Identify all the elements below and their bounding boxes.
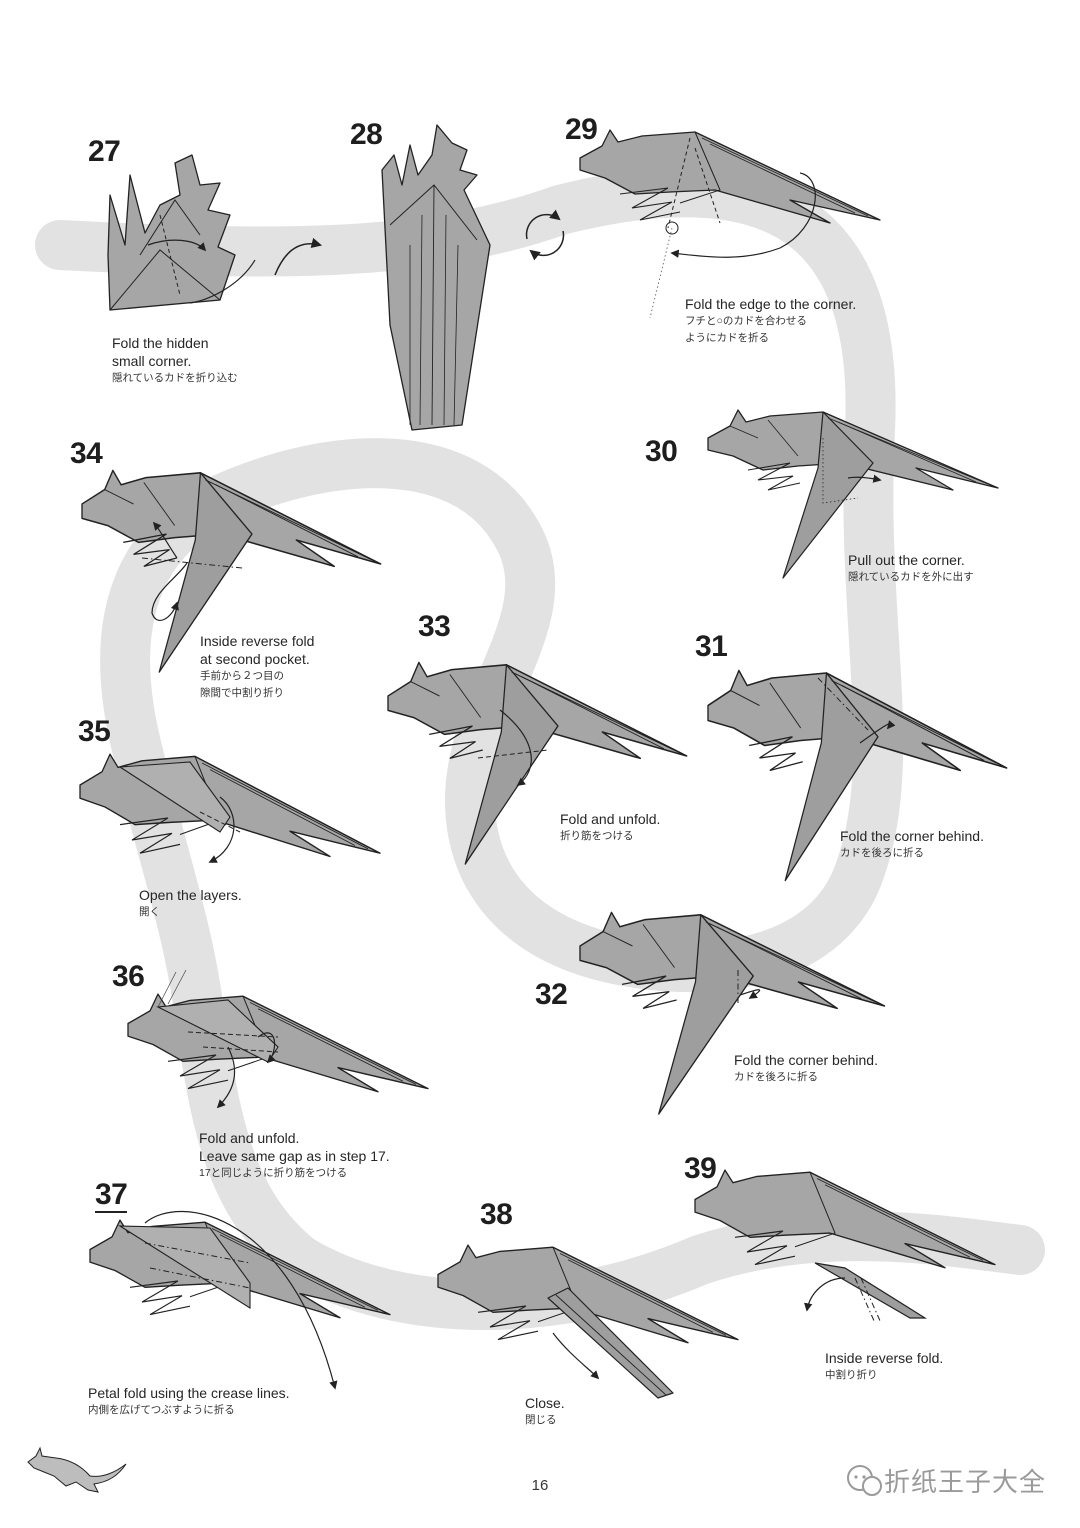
caption-34-en-1: Inside reverse fold — [200, 633, 315, 649]
watermark: 折纸王子大全 — [836, 1462, 1046, 1499]
caption-32-en-1: Fold the corner behind. — [734, 1052, 878, 1068]
caption-35-en-1: Open the layers. — [139, 887, 242, 903]
step-number-37: 37 — [95, 1178, 128, 1211]
step-31-figure — [707, 669, 1008, 882]
step-number-29: 29 — [565, 113, 598, 146]
caption-step-31: Fold the corner behind. カドを後ろに折る — [840, 827, 984, 862]
step-number-32: 32 — [535, 978, 568, 1011]
step-number-27: 27 — [88, 135, 121, 168]
caption-step-39: Inside reverse fold. 中割り折り — [825, 1349, 943, 1384]
step-number-36: 36 — [112, 960, 145, 993]
caption-step-27: Fold the hidden small corner. 隠れているカドを折り… — [112, 334, 238, 387]
caption-39-en-1: Inside reverse fold. — [825, 1350, 944, 1366]
caption-step-37: Petal fold using the crease lines. 内側を広げ… — [88, 1384, 290, 1419]
caption-step-36: Fold and unfold. Leave same gap as in st… — [199, 1129, 390, 1182]
caption-step-29: Fold the edge to the corner. フチと○のカドを合わせ… — [685, 295, 856, 347]
caption-step-38: Close. 閉じる — [525, 1394, 565, 1429]
caption-30-en-1: Pull out the corner. — [848, 552, 965, 568]
caption-step-34: Inside reverse fold at second pocket. 手前… — [200, 632, 314, 702]
step-number-33: 33 — [418, 610, 451, 643]
arrow-27-to-28 — [274, 237, 323, 276]
step-number-31: 31 — [695, 630, 728, 663]
caption-step-30: Pull out the corner. 隠れているカドを外に出す — [848, 551, 974, 586]
caption-31-ja-1: カドを後ろに折る — [840, 847, 924, 859]
step-37-figure — [89, 1211, 391, 1390]
caption-34-ja-2: 隙間で中割り折り — [200, 687, 284, 699]
caption-step-33: Fold and unfold. 折り筋をつける — [560, 810, 660, 845]
caption-step-35: Open the layers. 開く — [139, 886, 242, 921]
page-number: 16 — [531, 1477, 549, 1494]
caption-33-en-1: Fold and unfold. — [560, 811, 661, 827]
caption-37-ja-1: 内側を広げてつぶすように折る — [88, 1404, 235, 1416]
caption-29-ja-1: フチと○のカドを合わせる — [685, 315, 807, 327]
step-36-figure — [127, 969, 429, 1109]
caption-27-ja-1: 隠れているカドを折り込む — [112, 372, 238, 384]
caption-30-ja-1: 隠れているカドを外に出す — [848, 571, 974, 583]
rotate-symbol — [525, 209, 565, 261]
step-33-figure — [387, 661, 688, 865]
caption-36-en-1: Fold and unfold. — [199, 1130, 300, 1146]
caption-36-en-2: Leave same gap as in step 17. — [199, 1148, 390, 1164]
step-number-35: 35 — [78, 715, 111, 748]
step-38-figure — [437, 1244, 739, 1399]
caption-34-ja-1: 手前から２つ目の — [200, 670, 284, 682]
step-35-figure — [79, 753, 381, 863]
step-27-figure — [107, 154, 256, 311]
watermark-text: 折纸王子大全 — [884, 1468, 1047, 1498]
caption-34-en-2: at second pocket. — [200, 651, 310, 667]
caption-29-en-1: Fold the edge to the corner. — [685, 296, 857, 312]
step-28-figure — [381, 124, 491, 431]
step-29-figure — [579, 129, 881, 319]
caption-35-ja-1: 開く — [139, 906, 160, 918]
caption-39-ja-1: 中割り折り — [825, 1369, 878, 1381]
caption-36-ja-1: 17と同じように折り筋をつける — [199, 1167, 348, 1179]
step-number-39: 39 — [684, 1152, 717, 1185]
caption-27-en-2: small corner. — [112, 353, 192, 369]
caption-27-en-1: Fold the hidden — [112, 335, 209, 351]
caption-29-ja-2: ようにカドを折る — [685, 332, 769, 344]
step-34-figure — [81, 469, 382, 673]
step-39-figure — [694, 1169, 996, 1324]
wechat-icon-spacer — [836, 1466, 876, 1496]
step-number-30: 30 — [645, 435, 678, 468]
caption-32-ja-1: カドを後ろに折る — [734, 1071, 818, 1083]
step-number-28: 28 — [350, 118, 383, 151]
wechat-icon — [847, 1465, 882, 1496]
kangaroo-logo-icon — [27, 1446, 127, 1493]
caption-38-en-1: Close. — [525, 1395, 565, 1411]
step-32-figure — [579, 911, 886, 1115]
flow-path — [35, 167, 1045, 1330]
step-30-figure — [707, 409, 999, 579]
step-37-underline — [95, 1211, 127, 1213]
caption-38-ja-1: 閉じる — [525, 1414, 557, 1426]
caption-37-en-1: Petal fold using the crease lines. — [88, 1385, 290, 1401]
caption-step-32: Fold the corner behind. カドを後ろに折る — [734, 1051, 878, 1086]
caption-33-ja-1: 折り筋をつける — [560, 830, 634, 842]
step-number-34: 34 — [70, 437, 103, 470]
step-number-38: 38 — [480, 1198, 513, 1231]
caption-31-en-1: Fold the corner behind. — [840, 828, 984, 844]
